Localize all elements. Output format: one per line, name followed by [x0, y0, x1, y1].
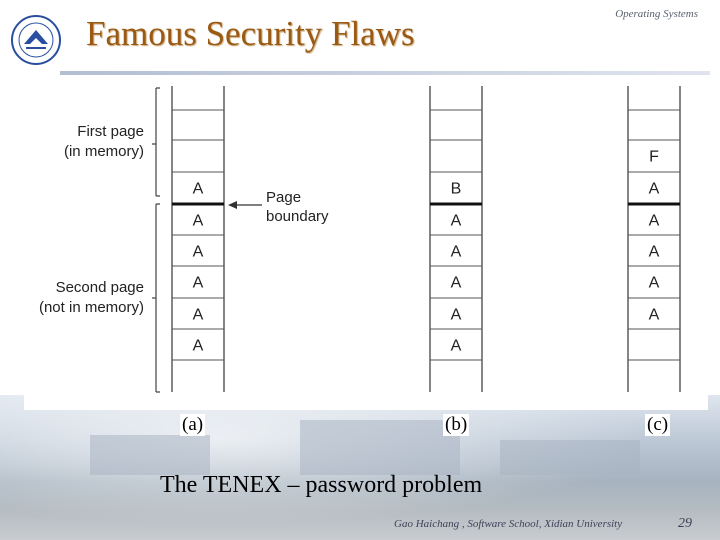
university-logo — [10, 14, 62, 66]
footer-credit: Gao Haichang , Software School, Xidian U… — [394, 518, 623, 530]
memory-cell-value: A — [649, 181, 660, 198]
memory-cell-value: A — [649, 275, 660, 292]
memory-cell-value: A — [649, 244, 660, 261]
first-page-label: First page — [77, 123, 144, 140]
memory-cell-value: A — [451, 338, 462, 355]
column-c-caption: (c) — [645, 414, 671, 436]
page-boundary-arrow — [228, 201, 262, 209]
page-boundary-sublabel: boundary — [266, 208, 329, 225]
column-a-caption: (a) — [180, 414, 206, 436]
page-number: 29 — [678, 516, 692, 531]
memory-cell-value: A — [649, 213, 660, 230]
memory-cell-value: A — [451, 244, 462, 261]
memory-cell-value: A — [193, 213, 204, 230]
memory-cell-value: A — [193, 244, 204, 261]
column-b-caption: (b) — [443, 414, 470, 436]
figure-caption: The TENEX – password problem — [160, 472, 483, 498]
memory-cell-value: A — [451, 213, 462, 230]
first-page-sublabel: (in memory) — [64, 143, 144, 160]
memory-cell-value: A — [193, 307, 204, 324]
memory-cell-value: A — [193, 275, 204, 292]
memory-cell-value: A — [451, 275, 462, 292]
memory-diagram: First page (in memory) Second page (not … — [39, 86, 681, 393]
page-boundary-label: Page — [266, 189, 301, 206]
second-page-sublabel: (not in memory) — [39, 299, 144, 316]
memory-cell-value: A — [193, 338, 204, 355]
course-name: Operating Systems — [615, 8, 698, 20]
second-page-label: Second page — [56, 279, 144, 296]
header-divider — [60, 71, 710, 75]
memory-cell-value: B — [451, 181, 462, 198]
memory-cell-value: A — [193, 181, 204, 198]
memory-cell-value: F — [649, 149, 659, 166]
campus-background-image — [0, 395, 720, 540]
memory-cell-value: A — [451, 307, 462, 324]
memory-cell-value: A — [649, 307, 660, 324]
slide-title: Famous Security Flaws — [86, 14, 415, 53]
tenex-memory-figure: First page (in memory) Second page (not … — [24, 84, 708, 410]
